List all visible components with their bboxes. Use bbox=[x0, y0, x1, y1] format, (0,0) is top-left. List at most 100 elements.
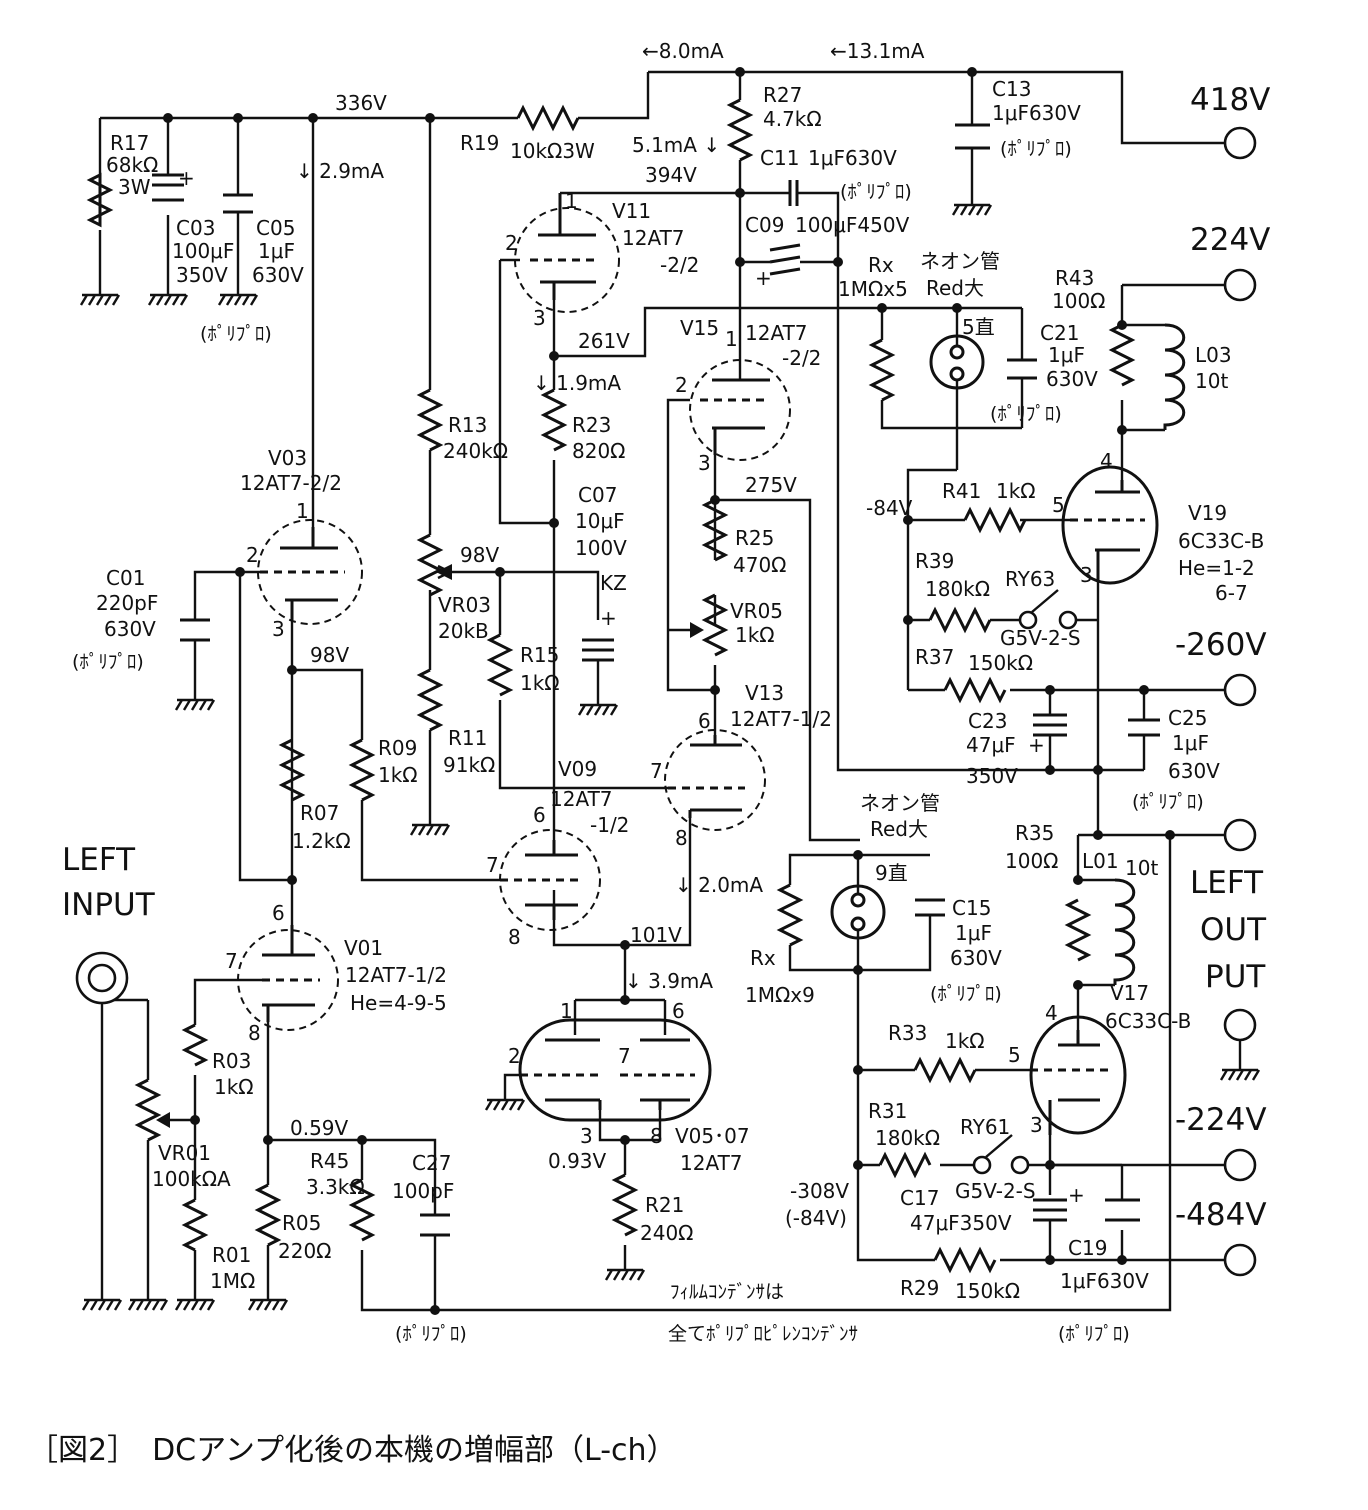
label-left-out3: PUT bbox=[1205, 959, 1266, 995]
label-r45: R45 bbox=[310, 1149, 349, 1173]
label-c17v: 47μF350V bbox=[910, 1211, 1012, 1235]
label-r09v: 1kΩ bbox=[378, 763, 418, 787]
label-pin-v17-5: 5 bbox=[1008, 1043, 1021, 1067]
label-c01: C01 bbox=[106, 566, 145, 590]
label-c03v: 100μF bbox=[172, 239, 234, 263]
label-l03v: 10t bbox=[1195, 369, 1228, 393]
label-v093: 0.93V bbox=[548, 1149, 607, 1173]
label-c19: C19 bbox=[1068, 1236, 1107, 1260]
label-r19: R19 bbox=[460, 131, 499, 155]
label-pin-v05-8: 8 bbox=[650, 1124, 663, 1148]
label-r17: R17 bbox=[110, 131, 149, 155]
label-r11: R11 bbox=[448, 726, 487, 750]
label-l01v: 10t bbox=[1125, 856, 1158, 880]
label-c05: C05 bbox=[256, 216, 295, 240]
svg-text:+: + bbox=[1068, 1183, 1085, 1207]
label-r41: R41 bbox=[942, 479, 981, 503]
terminal-418v bbox=[1223, 126, 1257, 160]
label-v19h: He=1-2 bbox=[1178, 556, 1255, 580]
label-pin-v11-1: 1 bbox=[565, 189, 578, 213]
label-g5v2: G5V-2-S bbox=[955, 1179, 1036, 1203]
label-pin-v13-6: 6 bbox=[698, 709, 711, 733]
label-r35: R35 bbox=[1015, 821, 1054, 845]
label-v101: 101V bbox=[630, 923, 682, 947]
label-d9: 9直 bbox=[875, 861, 908, 885]
pot-wipers bbox=[156, 564, 704, 1128]
r27-resistor bbox=[726, 98, 754, 162]
label-pin-v01-8: 8 bbox=[248, 1021, 261, 1045]
label-c03: C03 bbox=[176, 216, 215, 240]
label-g5v1: G5V-2-S bbox=[1000, 626, 1081, 650]
label-v0507: V05･07 bbox=[675, 1124, 750, 1148]
r43-resistor bbox=[1108, 323, 1136, 387]
label-v19t: 6C33C-B bbox=[1178, 529, 1264, 553]
r35-resistor bbox=[1064, 898, 1092, 962]
label-v03t: 12AT7-2/2 bbox=[240, 471, 342, 495]
label-r37: R37 bbox=[915, 645, 954, 669]
label-v13t: 12AT7-1/2 bbox=[730, 707, 832, 731]
label-film2: 全てﾎﾟﾘﾌﾟﾛﾋﾟﾚﾝｺﾝﾃﾞﾝｻ bbox=[668, 1323, 858, 1345]
label-poly-2: (ﾎﾟﾘﾌﾟﾛ) bbox=[840, 181, 912, 203]
label-v15: V15 bbox=[680, 316, 719, 340]
label-r29: R29 bbox=[900, 1276, 939, 1300]
label-c21w: 630V bbox=[1046, 367, 1098, 391]
label-cur-8: ←8.0mA bbox=[642, 39, 724, 63]
label-r09: R09 bbox=[378, 736, 417, 760]
label-pin-v05-3: 3 bbox=[580, 1124, 593, 1148]
label-v15t: 12AT7 bbox=[745, 321, 808, 345]
label-v418: 418V bbox=[1190, 82, 1270, 118]
rx2-resistor bbox=[776, 883, 804, 947]
label-r33: R33 bbox=[888, 1021, 927, 1045]
label-vr03v: 20kB bbox=[438, 619, 489, 643]
label-v261: 261V bbox=[578, 329, 630, 353]
label-poly-5: (ﾎﾟﾘﾌﾟﾛ) bbox=[72, 651, 144, 673]
r41-resistor bbox=[963, 506, 1027, 534]
label-left-in1: LEFT bbox=[62, 842, 136, 878]
figure-caption: ［図2］ DCアンプ化後の本機の増幅部（L-ch） bbox=[28, 1433, 677, 1468]
r21-resistor bbox=[611, 1173, 639, 1237]
label-pin-v01-7: 7 bbox=[225, 949, 238, 973]
label-left-out2: OUT bbox=[1200, 912, 1267, 948]
label-vr05: VR05 bbox=[730, 599, 783, 623]
label-v336: 336V bbox=[335, 91, 387, 115]
label-cur19: ↓ 1.9mA bbox=[533, 371, 621, 395]
label-c21v: 1μF bbox=[1048, 343, 1085, 367]
label-r39: R39 bbox=[915, 549, 954, 573]
label-poly-3: (ﾎﾟﾘﾌﾟﾛ) bbox=[1000, 138, 1072, 160]
terminal-minus-224v bbox=[1223, 1148, 1257, 1182]
label-r29v: 150kΩ bbox=[955, 1279, 1020, 1303]
label-pin-v17-4: 4 bbox=[1045, 1001, 1058, 1025]
label-r19v: 10kΩ3W bbox=[510, 139, 595, 163]
label-pin-v05-1: 1 bbox=[560, 999, 573, 1023]
label-neon1r: Red大 bbox=[926, 276, 984, 300]
label-r41v: 1kΩ bbox=[996, 479, 1036, 503]
inductors bbox=[1113, 323, 1186, 985]
label-kz: KZ bbox=[600, 571, 627, 595]
vacuum-tubes bbox=[237, 193, 1159, 1135]
vr01-resistor bbox=[134, 1078, 162, 1142]
label-r31: R31 bbox=[868, 1099, 907, 1123]
r11-resistor bbox=[416, 668, 444, 732]
label-poly-4: (ﾎﾟﾘﾌﾟﾛ) bbox=[990, 403, 1062, 425]
label-r07v: 1.2kΩ bbox=[292, 829, 351, 853]
r15-resistor bbox=[486, 633, 514, 697]
label-c17: C17 bbox=[900, 1186, 939, 1210]
wires bbox=[98, 70, 1242, 1312]
label-c07w: 100V bbox=[575, 536, 627, 560]
label-pin-v03-2: 2 bbox=[246, 543, 259, 567]
label-v11s: -2/2 bbox=[660, 253, 699, 277]
label-vn484: -484V bbox=[1175, 1197, 1267, 1233]
label-c09: C09 bbox=[745, 213, 784, 237]
label-pin-v05-7: 7 bbox=[618, 1044, 631, 1068]
label-r27v: 4.7kΩ bbox=[763, 107, 822, 131]
terminal-output bbox=[1223, 818, 1257, 852]
label-r07: R07 bbox=[300, 801, 339, 825]
terminal-minus-260v bbox=[1223, 673, 1257, 707]
label-r05: R05 bbox=[282, 1211, 321, 1235]
rx1-resistor bbox=[868, 338, 896, 402]
label-poly-7: (ﾎﾟﾘﾌﾟﾛ) bbox=[930, 983, 1002, 1005]
label-pin-v19-5: 5 bbox=[1052, 493, 1065, 517]
r01-resistor bbox=[181, 1198, 209, 1252]
relay-contacts bbox=[972, 589, 1078, 1175]
label-vn308b: (-84V) bbox=[785, 1206, 847, 1230]
